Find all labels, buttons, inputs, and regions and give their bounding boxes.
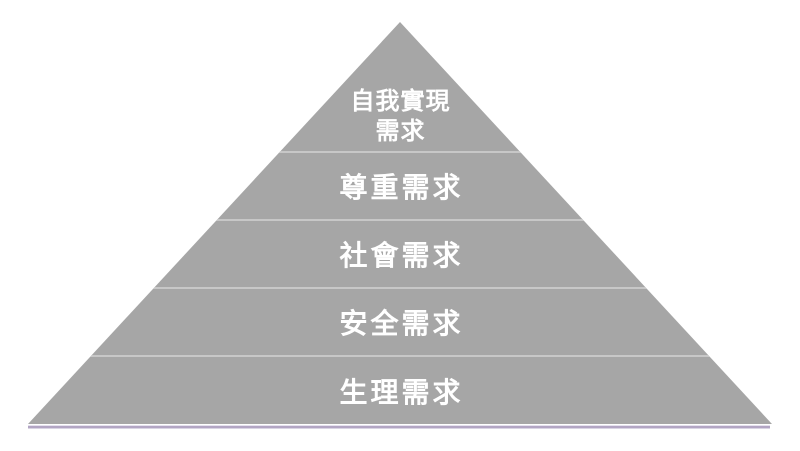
pyramid-level-1-label-line2: 需求: [375, 118, 426, 145]
pyramid-level-5-base: 生理需求: [28, 355, 772, 424]
pyramid-base-accent-line: [28, 425, 770, 429]
pyramid-level-1-top: 自我實現 需求: [28, 22, 772, 151]
pyramid-level-4-label: 安全需求: [339, 308, 464, 339]
pyramid-level-3: 社會需求: [28, 219, 772, 287]
pyramid-level-2: 尊重需求: [28, 151, 772, 219]
needs-pyramid: 自我實現 需求 尊重需求 社會需求 安全需求 生理需求: [28, 22, 772, 424]
pyramid-level-1-label-line1: 自我實現: [350, 88, 451, 115]
pyramid-level-4: 安全需求: [28, 287, 772, 355]
pyramid-level-2-label: 尊重需求: [339, 172, 464, 203]
pyramid-level-3-label: 社會需求: [339, 240, 464, 271]
pyramid-level-5-label: 生理需求: [339, 376, 464, 408]
